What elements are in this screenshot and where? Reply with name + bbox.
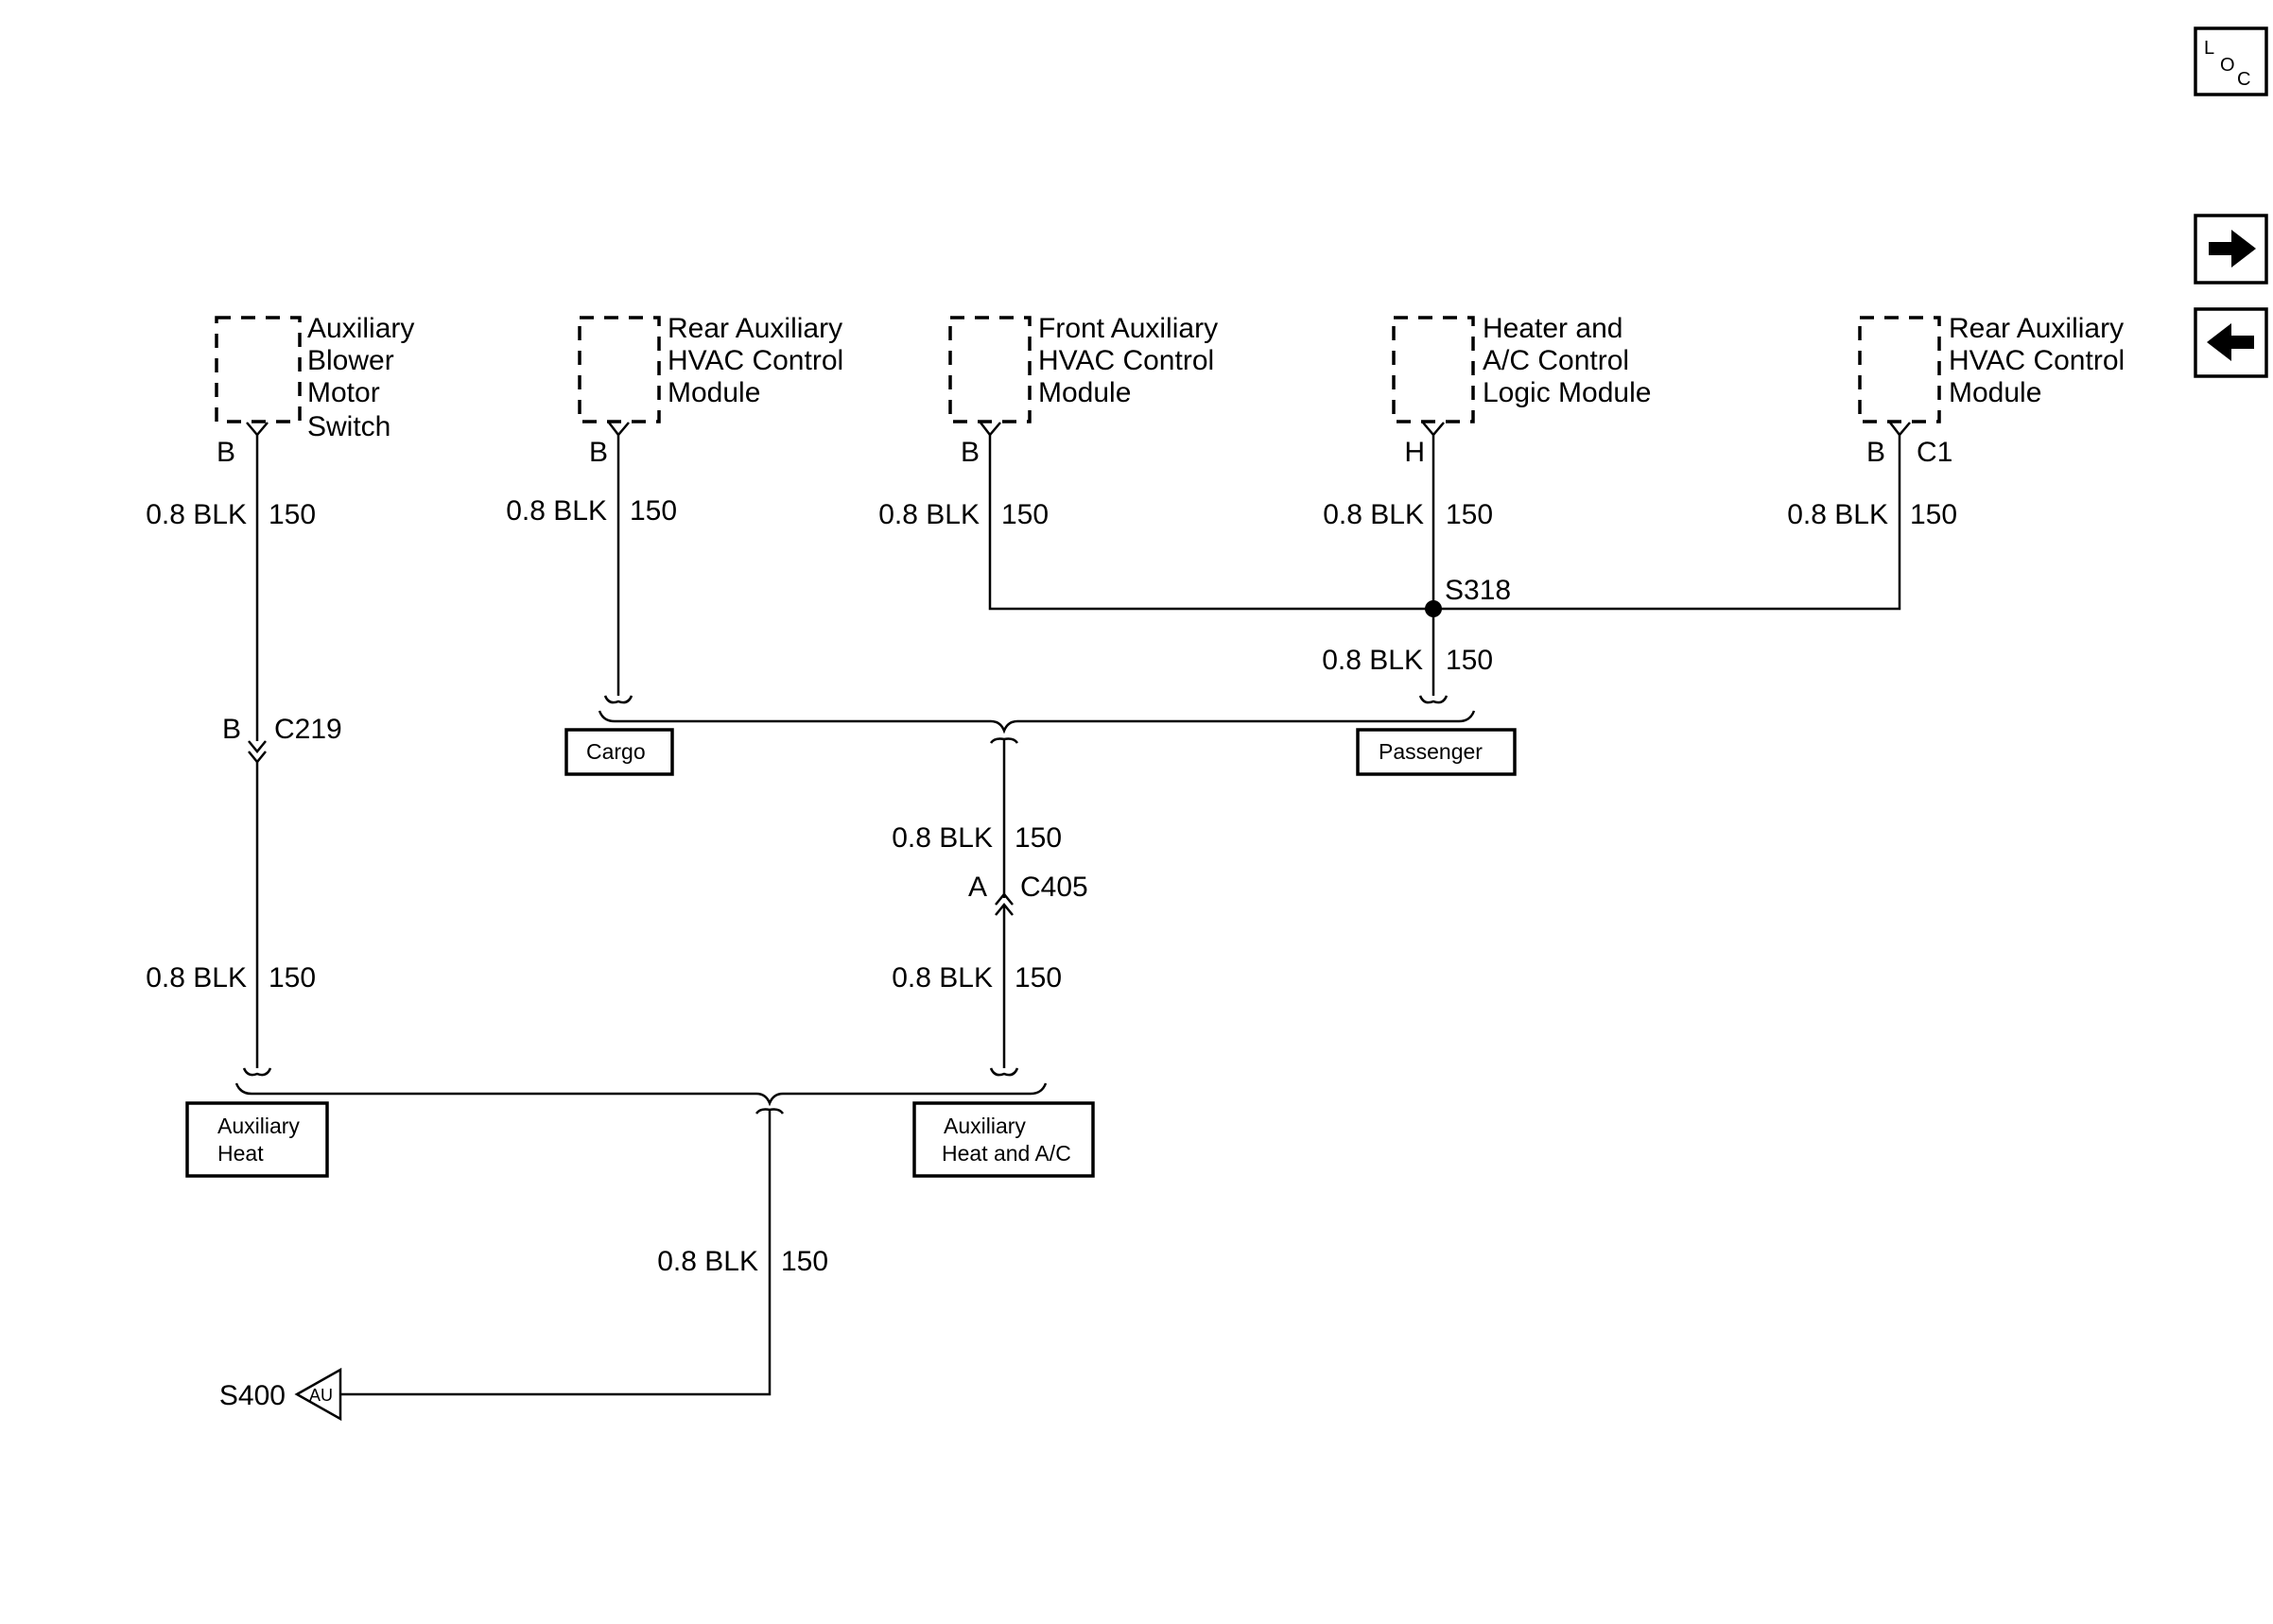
component-label-line: Module xyxy=(1949,377,2041,408)
component-rear-aux-hvac-module-passenger[interactable]: Rear Auxiliary HVAC Control Module B C1 xyxy=(1858,313,2125,468)
wire-size-color: 0.8 BLK xyxy=(878,499,980,530)
wire-rear-aux-hvac-cargo xyxy=(603,435,633,704)
wire-circuit: 150 xyxy=(630,495,677,527)
component-label-line: Front Auxiliary xyxy=(1038,313,1218,344)
wire-size-color: 0.8 BLK xyxy=(657,1246,758,1277)
wire-circuit: 150 xyxy=(1015,822,1062,854)
ground-s400[interactable]: AU S400 xyxy=(219,1367,342,1422)
component-outline xyxy=(1858,316,1941,423)
connector-label: C405 xyxy=(1020,872,1088,903)
component-outline xyxy=(1392,316,1475,423)
option-box-label: Auxiliary xyxy=(217,1114,300,1138)
pin-label: B xyxy=(961,437,980,468)
wire-circuit: 150 xyxy=(1910,499,1957,530)
pin-label: B xyxy=(217,437,235,468)
component-outline xyxy=(948,316,1032,423)
option-box-label: Heat xyxy=(217,1141,264,1166)
wire-size-color: 0.8 BLK xyxy=(892,962,993,993)
wire-circuit: 150 xyxy=(1446,645,1493,676)
option-box-label: Heat and A/C xyxy=(942,1141,1071,1166)
wire-circuit: 150 xyxy=(1446,499,1493,530)
wire-circuit: 150 xyxy=(1001,499,1049,530)
arrow-left-icon xyxy=(2207,323,2254,361)
connector-label: C1 xyxy=(1917,437,1952,468)
option-box-aux-heat[interactable]: Auxiliary Heat xyxy=(185,1101,329,1178)
wire-to-s400 xyxy=(340,1108,785,1396)
component-label-line: HVAC Control xyxy=(668,345,843,376)
option-box-passenger[interactable]: Passenger xyxy=(1356,728,1517,776)
pin-terminal xyxy=(608,422,630,437)
component-label-line: Motor xyxy=(307,377,380,408)
component-front-aux-hvac-module[interactable]: Front Auxiliary HVAC Control Module B xyxy=(948,313,1218,468)
pin-terminal xyxy=(1889,422,1911,437)
component-rear-aux-hvac-module-cargo[interactable]: Rear Auxiliary HVAC Control Module B xyxy=(578,313,843,468)
connector-pin-label: B xyxy=(222,714,241,745)
wire-size-color: 0.8 BLK xyxy=(146,499,247,530)
wire-circuit: 150 xyxy=(781,1246,828,1277)
wire-size-color: 0.8 BLK xyxy=(892,822,993,854)
component-label-line: A/C Control xyxy=(1483,345,1629,376)
wire-circuit: 150 xyxy=(269,499,316,530)
splice-dot xyxy=(1425,600,1442,617)
component-aux-blower-motor-switch[interactable]: Auxiliary Blower Motor Switch B xyxy=(215,313,414,468)
wire-size-color: 0.8 BLK xyxy=(1323,499,1424,530)
wire-rear-aux-hvac-passenger xyxy=(1433,435,1901,611)
locator-letter-o: O xyxy=(2220,55,2235,76)
option-box-label: Auxiliary xyxy=(944,1114,1026,1138)
wire-size-color: 0.8 BLK xyxy=(1787,499,1888,530)
option-bracket-cargo-passenger xyxy=(598,710,1476,734)
prev-page-button[interactable] xyxy=(2194,307,2268,378)
wire-center-c405 xyxy=(989,737,1019,1077)
pin-label: B xyxy=(589,437,608,468)
component-label-line: Module xyxy=(668,377,760,408)
pin-terminal xyxy=(980,422,1001,437)
ground-arrow-icon xyxy=(294,1367,342,1422)
wire-circuit: 150 xyxy=(269,962,316,993)
wire-front-aux-hvac xyxy=(988,435,1433,611)
ground-ref-label: S400 xyxy=(219,1380,286,1411)
component-label-line: Rear Auxiliary xyxy=(668,313,842,344)
locator-letter-l: L xyxy=(2204,38,2214,59)
option-box-label: Cargo xyxy=(586,739,646,764)
wire-size-color: 0.8 BLK xyxy=(506,495,607,527)
option-box-aux-heat-ac[interactable]: Auxiliary Heat and A/C xyxy=(912,1101,1095,1178)
pin-terminal xyxy=(1422,422,1445,437)
locator-button[interactable]: L O C xyxy=(2194,26,2268,96)
connector-label: C219 xyxy=(274,714,342,745)
wire-size-color: 0.8 BLK xyxy=(1322,645,1423,676)
pin-terminal xyxy=(246,422,269,437)
arrow-right-icon xyxy=(2209,230,2256,268)
ground-symbol-text: AU xyxy=(309,1386,333,1405)
pin-label: B xyxy=(1866,437,1885,468)
wire-heater-ac-logic xyxy=(1418,435,1449,704)
component-label-line: Auxiliary xyxy=(307,313,414,344)
component-outline xyxy=(215,316,302,423)
component-label-line: Rear Auxiliary xyxy=(1949,313,2124,344)
option-box-cargo[interactable]: Cargo xyxy=(564,728,674,776)
component-label-line: Switch xyxy=(307,411,390,442)
pin-label: H xyxy=(1404,437,1425,468)
component-label-line: Logic Module xyxy=(1483,377,1651,408)
wire-aux-blower-switch xyxy=(242,435,272,1077)
next-page-button[interactable] xyxy=(2194,214,2268,285)
wire-size-color: 0.8 BLK xyxy=(146,962,247,993)
component-heater-ac-logic-module[interactable]: Heater and A/C Control Logic Module H xyxy=(1392,313,1651,468)
wire-circuit: 150 xyxy=(1015,962,1062,993)
option-bracket-aux-heat xyxy=(234,1082,1048,1107)
component-label-line: Blower xyxy=(307,345,394,376)
component-label-line: Module xyxy=(1038,377,1131,408)
connector-pin-label: A xyxy=(968,872,987,903)
splice-label: S318 xyxy=(1445,575,1511,606)
locator-letter-c: C xyxy=(2237,69,2250,90)
component-label-line: HVAC Control xyxy=(1949,345,2125,376)
component-outline xyxy=(578,316,661,423)
option-box-label: Passenger xyxy=(1379,739,1483,764)
component-label-line: Heater and xyxy=(1483,313,1622,344)
component-label-line: HVAC Control xyxy=(1038,345,1214,376)
